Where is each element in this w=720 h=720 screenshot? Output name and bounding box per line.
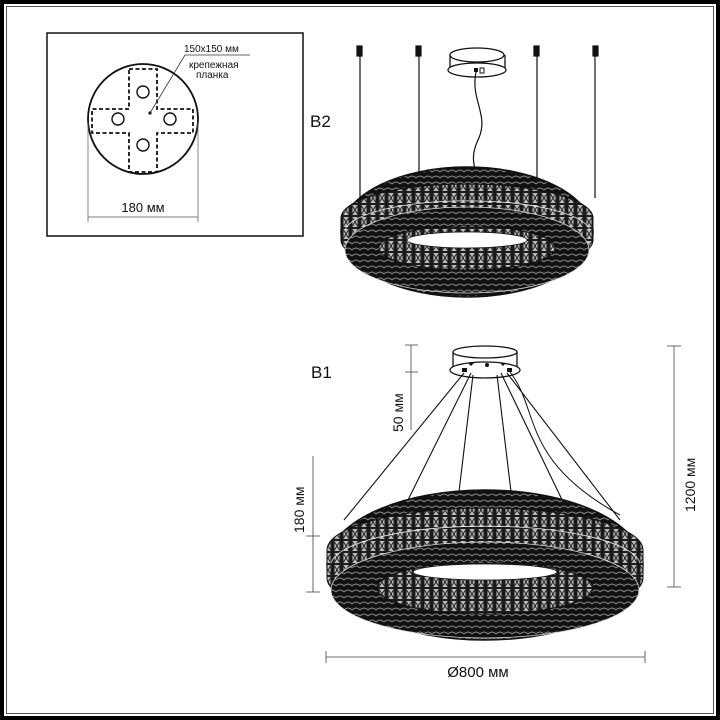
leader-line — [149, 54, 250, 114]
inner-frame — [6, 6, 714, 714]
screw-hole-bottom — [136, 138, 150, 152]
suspension-hooks — [356, 45, 599, 198]
variant-b2-label: B2 — [310, 112, 331, 131]
mounting-cross-outline — [91, 68, 194, 173]
total-height-label: 1200 мм — [682, 458, 698, 512]
variant-b1-drawing: B1 — [291, 344, 698, 681]
crystal-ring-b2 — [340, 166, 594, 298]
plate-name-line1: крепежная — [189, 60, 239, 71]
plate-name-line2: планка — [196, 70, 229, 81]
crystal-ring-b1 — [326, 489, 644, 641]
variant-b2-drawing: B2 — [310, 45, 599, 298]
ring-height-dimension — [306, 456, 320, 593]
variant-b1-label: B1 — [311, 363, 332, 382]
mount-plate-box-border — [46, 32, 304, 237]
screw-hole-right — [163, 112, 177, 126]
canopy-circle — [87, 63, 199, 175]
diameter-label-b1: Ø800 мм — [447, 664, 509, 681]
plate-size-label: 150x150 мм — [184, 44, 239, 55]
canopy-b2 — [447, 47, 507, 78]
ring-height-label: 180 мм — [291, 487, 307, 534]
screw-hole-left — [111, 112, 125, 126]
diameter-dimension-b1 — [325, 651, 646, 663]
canopy-height-dimension — [405, 344, 418, 430]
canopy-height-label: 50 мм — [390, 393, 406, 432]
mount-plate-panel: 150x150 мм крепежная планка 180 мм — [46, 32, 304, 237]
suspension-wires-b1 — [343, 371, 621, 521]
canopy-b1 — [449, 345, 521, 379]
screw-hole-top — [136, 85, 150, 99]
plate-diameter-label: 180 мм — [121, 200, 164, 215]
total-height-dimension — [667, 345, 681, 588]
